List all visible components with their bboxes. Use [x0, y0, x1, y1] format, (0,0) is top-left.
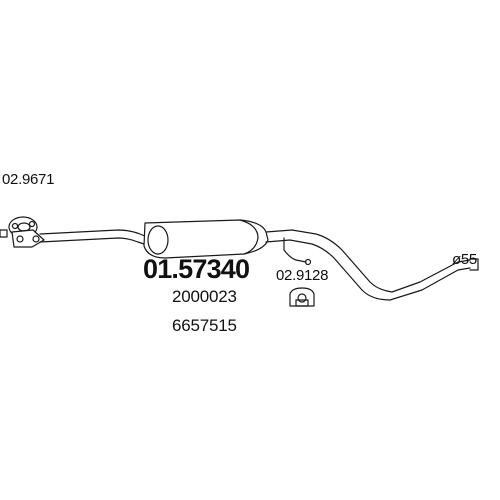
rubber-hanger [289, 287, 315, 307]
oe-number-2: 6657515 [172, 316, 237, 335]
sensor-wire [283, 237, 312, 266]
hanger-ref-label: 02.9128 [276, 267, 329, 284]
inlet-flange [11, 229, 45, 248]
oe-number-1: 2000023 [172, 287, 237, 306]
outlet-pipe [265, 229, 479, 301]
muffler-body [143, 219, 269, 259]
bolt-part [0, 229, 8, 238]
diameter-label: ø55 [452, 251, 477, 268]
part-number: 01.57340 [143, 254, 250, 284]
gasket-ref-label: 02.9671 [2, 171, 55, 188]
inlet-pipe [39, 229, 151, 247]
